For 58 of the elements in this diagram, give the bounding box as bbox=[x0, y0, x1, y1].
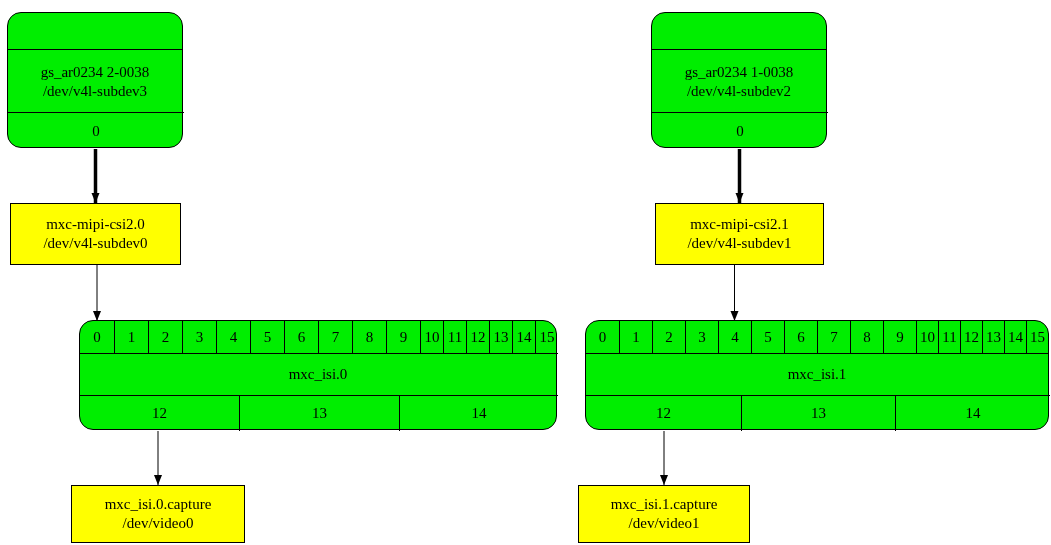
pad-cell: 0 bbox=[8, 112, 184, 149]
arrow bbox=[660, 430, 668, 486]
pad-cell: 9 bbox=[386, 321, 420, 354]
arrow bbox=[93, 264, 101, 322]
isi-record-box bbox=[79, 320, 557, 430]
pad-cell: 14 bbox=[1004, 321, 1026, 354]
pad-cell: 5 bbox=[250, 321, 284, 354]
pad-cell: 6 bbox=[784, 321, 817, 354]
pad-cell: 13 bbox=[489, 321, 512, 354]
pad-cell: 14 bbox=[895, 395, 1050, 431]
pad-cell: 15 bbox=[535, 321, 558, 354]
entity-box: mxc_isi.0.capture /dev/video0 bbox=[71, 485, 245, 543]
entity-box: mxc-mipi-csi2.1 /dev/v4l-subdev1 bbox=[655, 203, 824, 265]
pad-cell: 10 bbox=[916, 321, 938, 354]
pad-cell: 14 bbox=[512, 321, 535, 354]
pad-cell: 2 bbox=[148, 321, 182, 354]
pad-cell: 0 bbox=[652, 112, 828, 149]
node-label: mxc_isi.1 bbox=[787, 365, 847, 384]
node-label: gs_ar0234 1-0038 /dev/v4l-subdev2 bbox=[683, 62, 795, 101]
pad-cell: 14 bbox=[399, 395, 558, 431]
pad-cell: 4 bbox=[216, 321, 250, 354]
pad-cell: 13 bbox=[982, 321, 1004, 354]
node-label: mxc_isi.0 bbox=[288, 365, 348, 384]
pad-cell: 7 bbox=[817, 321, 850, 354]
pad-cell: 13 bbox=[239, 395, 399, 431]
entity-box: mxc-mipi-csi2.0 /dev/v4l-subdev0 bbox=[10, 203, 181, 265]
node-label: gs_ar0234 2-0038 /dev/v4l-subdev3 bbox=[39, 62, 151, 101]
pad-cell: 2 bbox=[652, 321, 685, 354]
pad-cell: 8 bbox=[352, 321, 386, 354]
pad-cell: 12 bbox=[960, 321, 982, 354]
pad-cell: 6 bbox=[284, 321, 318, 354]
pad-cell: 15 bbox=[1026, 321, 1048, 354]
arrow bbox=[91, 149, 100, 203]
pad-cell: 7 bbox=[318, 321, 352, 354]
pad-cell: 12 bbox=[80, 395, 239, 431]
pad-cell: 8 bbox=[850, 321, 883, 354]
isi-record-box bbox=[585, 320, 1049, 430]
arrow bbox=[735, 149, 744, 203]
pad-cell: 3 bbox=[182, 321, 216, 354]
sensor-record-box bbox=[7, 12, 183, 148]
pad-cell: 1 bbox=[619, 321, 652, 354]
pad-cell: 5 bbox=[751, 321, 784, 354]
pad-cell: 11 bbox=[938, 321, 960, 354]
pad-cell: 9 bbox=[883, 321, 916, 354]
pad-cell: 11 bbox=[443, 321, 466, 354]
arrow bbox=[730, 264, 739, 322]
pad-cell: 0 bbox=[586, 321, 619, 354]
pad-cell: 12 bbox=[586, 395, 741, 431]
pad-cell: 10 bbox=[420, 321, 443, 354]
entity-box: mxc_isi.1.capture /dev/video1 bbox=[578, 485, 750, 543]
pad-cell: 1 bbox=[114, 321, 148, 354]
sensor-record-box bbox=[651, 12, 827, 148]
pad-cell: 0 bbox=[80, 321, 114, 354]
arrow bbox=[154, 430, 162, 486]
pad-cell: 4 bbox=[718, 321, 751, 354]
pad-cell: 3 bbox=[685, 321, 718, 354]
pad-cell: 12 bbox=[466, 321, 489, 354]
pad-cell: 13 bbox=[741, 395, 895, 431]
